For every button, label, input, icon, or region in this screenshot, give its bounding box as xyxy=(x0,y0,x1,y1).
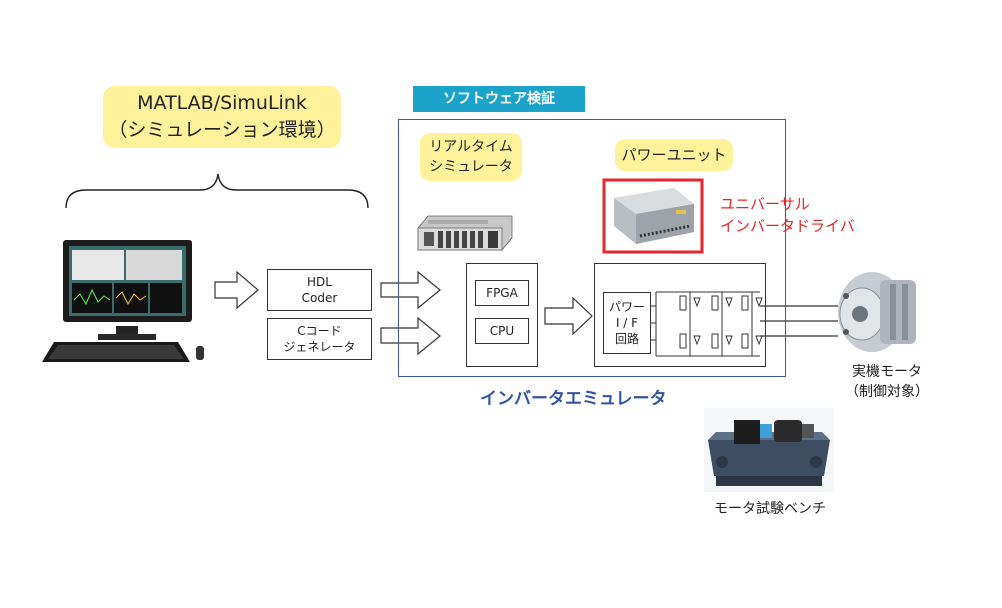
matlab-title: MATLAB/SimuLink xyxy=(137,92,307,114)
c-code-generator-box: Cコード ジェネレータ xyxy=(267,318,372,360)
motor-image xyxy=(838,272,916,352)
motor-wires xyxy=(760,305,838,337)
motor-bench-label: モータ試験ベンチ xyxy=(714,501,826,517)
power-unit-image xyxy=(602,178,704,254)
hdl-coder-line1: HDL xyxy=(307,275,332,289)
c-code-line2: ジェネレータ xyxy=(283,340,356,354)
motor-bench-image xyxy=(704,408,834,492)
realtime-sim-label: リアルタイム シミュレータ xyxy=(420,133,522,181)
power-if-circuit-box: パワー I / F 回路 xyxy=(603,292,651,354)
realtime-simulator-device xyxy=(417,215,513,251)
matlab-subtitle: （シミュレーション環境） xyxy=(108,119,336,141)
arrow-c-to-sim xyxy=(380,316,441,356)
cpu-box: CPU xyxy=(475,318,529,344)
matlab-label: MATLAB/SimuLink （シミュレーション環境） xyxy=(103,86,341,148)
universal-driver-label: ユニバーサル インバータドライバ xyxy=(720,193,855,237)
inverter-bridge-schematic xyxy=(651,291,763,357)
arrow-sim-to-power xyxy=(544,296,593,336)
motor-line1: 実機モータ xyxy=(852,364,922,380)
realtime-sim-line2: シミュレータ xyxy=(429,159,513,175)
c-code-line1: Cコード xyxy=(297,324,342,338)
inverter-box xyxy=(594,263,766,367)
arrow-to-coder xyxy=(214,270,259,310)
universal-driver-line2: インバータドライバ xyxy=(720,217,855,235)
inverter-emulator-label: インバータエミュレータ xyxy=(480,389,667,409)
realtime-sim-line1: リアルタイム xyxy=(429,139,513,155)
power-unit-label: パワーユニット xyxy=(615,139,733,171)
hdl-coder-line2: Coder xyxy=(301,291,338,305)
processor-box xyxy=(466,263,538,367)
hdl-coder-box: HDL Coder xyxy=(267,269,372,311)
software-verification-tag: ソフトウェア検証 xyxy=(413,86,585,112)
verification-container xyxy=(398,119,786,377)
universal-driver-line1: ユニバーサル xyxy=(720,195,810,213)
fpga-box: FPGA xyxy=(475,280,529,306)
power-if-line2: I / F xyxy=(615,316,639,330)
arrow-hdl-to-sim xyxy=(380,270,441,310)
power-if-line3: 回路 xyxy=(614,332,639,346)
power-if-line1: パワー xyxy=(608,300,645,314)
flow-arrows xyxy=(214,270,593,356)
motor-line2: （制御対象） xyxy=(845,384,929,400)
computer-illustration xyxy=(42,240,204,362)
brace xyxy=(65,173,369,209)
motor-label: 実機モータ （制御対象） xyxy=(832,362,942,402)
